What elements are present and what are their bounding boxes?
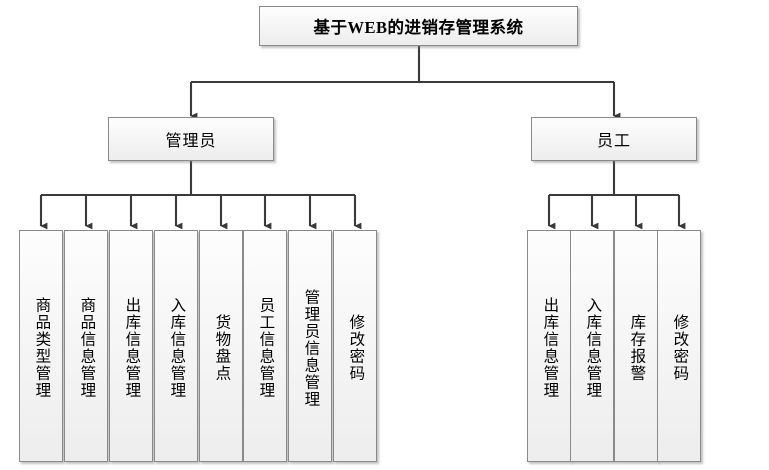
leaf-node-admin-7[interactable]: 管理员信息管理 bbox=[288, 230, 332, 462]
leaf-node-staff-2[interactable]: 入库信息管理 bbox=[570, 230, 614, 462]
branch-node-staff-label: 员工 bbox=[596, 133, 631, 150]
leaf-node-staff-1-label: 出库信息管理 bbox=[541, 297, 559, 399]
leaf-node-admin-8[interactable]: 修改密码 bbox=[333, 230, 377, 462]
leaf-node-admin-4[interactable]: 入库信息管理 bbox=[154, 230, 198, 462]
leaf-node-admin-3-label: 出库信息管理 bbox=[123, 297, 141, 399]
leaf-node-admin-1-label: 商品类型管理 bbox=[33, 297, 51, 399]
leaf-node-admin-6-label: 员工信息管理 bbox=[257, 297, 275, 399]
leaf-node-staff-3-label: 库存报警 bbox=[628, 314, 646, 382]
branch-node-staff[interactable]: 员工 bbox=[531, 117, 697, 161]
leaf-node-staff-4[interactable]: 修改密码 bbox=[657, 230, 701, 462]
leaf-node-admin-1[interactable]: 商品类型管理 bbox=[19, 230, 63, 462]
root-node-system-title[interactable]: 基于WEB的进销存管理系统 bbox=[259, 6, 578, 46]
branch-node-admin-label: 管理员 bbox=[165, 133, 217, 150]
leaf-node-admin-4-label: 入库信息管理 bbox=[168, 297, 186, 399]
leaf-node-admin-2[interactable]: 商品信息管理 bbox=[64, 230, 108, 462]
leaf-node-admin-6[interactable]: 员工信息管理 bbox=[243, 230, 287, 462]
leaf-node-staff-1[interactable]: 出库信息管理 bbox=[527, 230, 571, 462]
leaf-node-admin-7-label: 管理员信息管理 bbox=[302, 288, 320, 408]
leaf-node-admin-5-label: 货物盘点 bbox=[213, 314, 231, 382]
leaf-node-staff-4-label: 修改密码 bbox=[671, 314, 689, 382]
leaf-node-admin-8-label: 修改密码 bbox=[347, 314, 365, 382]
leaf-node-staff-2-label: 入库信息管理 bbox=[584, 297, 602, 399]
leaf-node-staff-3[interactable]: 库存报警 bbox=[614, 230, 658, 462]
leaf-node-admin-3[interactable]: 出库信息管理 bbox=[109, 230, 153, 462]
leaf-node-admin-2-label: 商品信息管理 bbox=[78, 297, 96, 399]
leaf-node-admin-5[interactable]: 货物盘点 bbox=[199, 230, 243, 462]
root-node-label: 基于WEB的进销存管理系统 bbox=[313, 18, 524, 37]
branch-node-admin[interactable]: 管理员 bbox=[108, 117, 274, 161]
